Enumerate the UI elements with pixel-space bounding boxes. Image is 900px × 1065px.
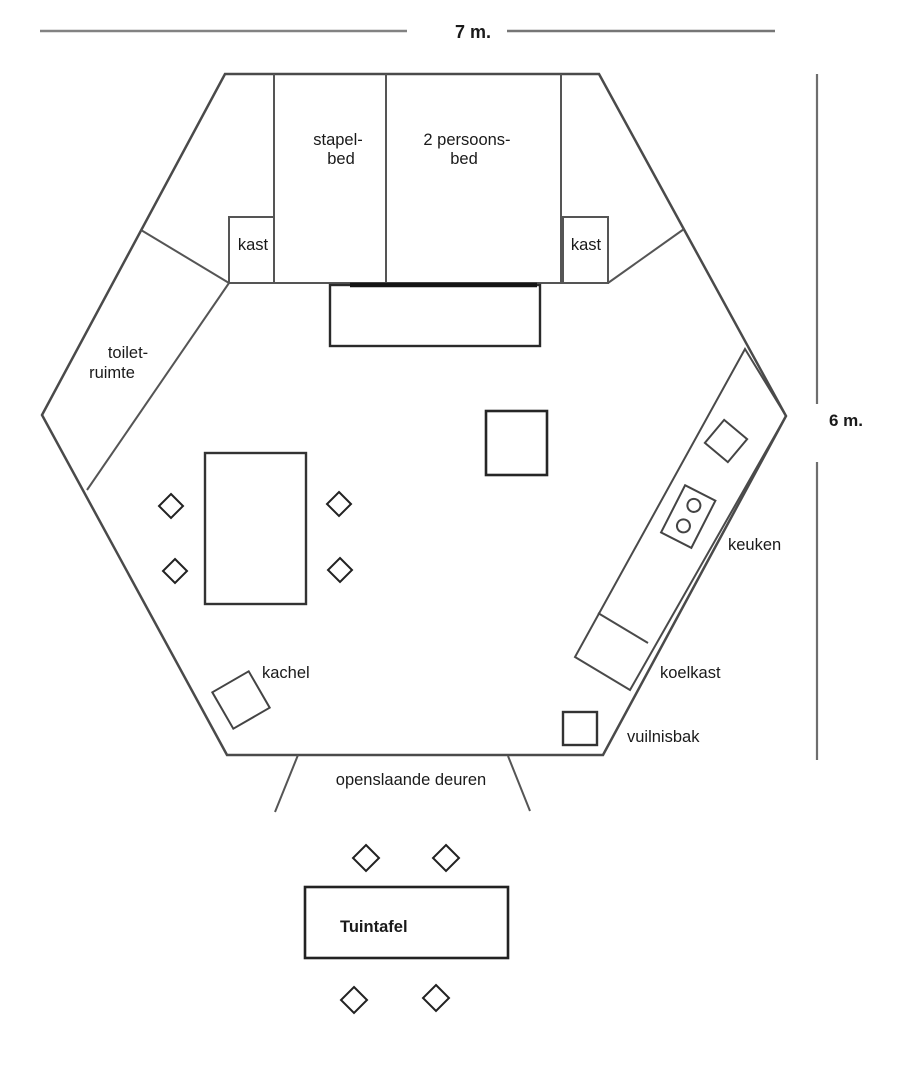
closet-left-corner-wall — [140, 229, 230, 284]
door-swing-left — [274, 754, 299, 813]
heater-box — [210, 669, 272, 731]
garden-chair-top-left — [351, 843, 381, 873]
kitchen-label: keuken — [728, 536, 781, 554]
closet-left-box — [228, 216, 275, 284]
door-swing-right — [507, 755, 531, 812]
toilet-room-label-line1: toilet- — [108, 344, 148, 362]
bunk-bed-label-line1: stapel- — [313, 131, 363, 149]
garden-chair-bottom-left — [339, 985, 369, 1015]
kitchen-sink — [703, 418, 749, 464]
heater-label: kachel — [262, 664, 310, 682]
closet-right-box — [562, 216, 609, 284]
closet-right-label: kast — [571, 236, 602, 254]
double-bed-label-line1: 2 persoons- — [423, 131, 510, 149]
kitchen-stove — [659, 483, 717, 550]
garden-table-box — [303, 885, 510, 960]
garden-table-label: Tuintafel — [340, 918, 408, 936]
closet-right-corner-wall — [607, 228, 685, 284]
kitchen-stove-box — [659, 483, 717, 550]
stove-burner-top — [686, 497, 702, 513]
dining-chair-top-left — [157, 492, 185, 520]
stove-burner-bottom — [675, 518, 691, 534]
fridge-divider — [597, 612, 649, 644]
width-dimension-label: 7 m. — [455, 22, 491, 42]
french-doors-label: openslaande deuren — [336, 771, 486, 789]
center-table-box — [484, 409, 549, 477]
dining-table-box — [203, 451, 308, 606]
dining-chair-bottom-left — [161, 557, 189, 585]
toilet-room-label-line2: ruimte — [89, 364, 135, 382]
dining-chair-top-right — [325, 490, 353, 518]
toilet-room-wall — [86, 282, 230, 491]
bench-box — [328, 283, 542, 348]
double-bed-label-line2: bed — [450, 150, 478, 168]
closet-left-label: kast — [238, 236, 269, 254]
garden-chair-bottom-right — [421, 983, 451, 1013]
trash-bin-label: vuilnisbak — [627, 728, 700, 746]
trash-bin-box — [561, 710, 599, 747]
kitchen-counter — [573, 347, 788, 692]
fridge-label: koelkast — [660, 664, 721, 682]
bunk-bed-label-line2: bed — [327, 150, 355, 168]
dining-chair-bottom-right — [326, 556, 354, 584]
height-dimension-label: 6 m. — [829, 411, 863, 430]
garden-chair-top-right — [431, 843, 461, 873]
cabin-outer-wall — [40, 72, 788, 757]
